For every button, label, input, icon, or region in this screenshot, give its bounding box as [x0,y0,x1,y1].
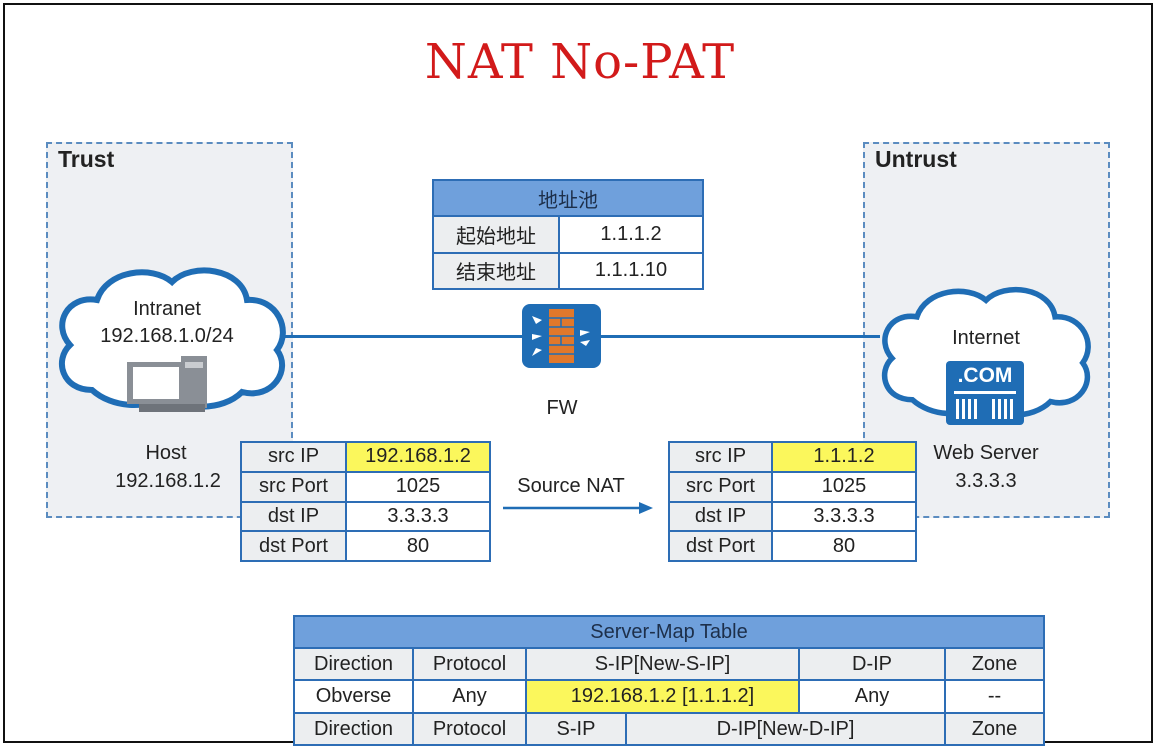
field-label: src Port [240,470,347,503]
table-cell: -- [943,679,1046,714]
pool-end-value: 1.1.1.10 [558,251,704,290]
field-label: dst IP [240,500,347,533]
field-label: src IP [668,441,773,473]
column-header: Direction [293,712,414,746]
column-header: S-IP[New-S-IP] [525,647,800,681]
column-header: Direction [293,647,414,681]
field-value: 3.3.3.3 [771,500,917,533]
field-value: 192.168.1.2 [345,441,491,473]
column-header: D-IP[New-D-IP] [625,712,946,746]
column-header: Zone [943,647,1046,681]
server-name: Web Server [933,442,1039,464]
host-name: Host [145,442,187,464]
trust-zone-label: Trust [58,146,115,172]
field-value: 1025 [345,470,491,503]
column-header: Zone [943,712,1046,746]
arrow-right-icon [503,502,653,514]
field-label: dst Port [668,530,773,562]
host-pc-icon [127,356,207,412]
field-value: 1025 [771,470,917,503]
column-header: Protocol [412,647,527,681]
diagram-title: NAT No-PAT [424,34,736,90]
pool-start-value: 1.1.1.2 [558,215,704,254]
fw-label: FW [546,397,578,419]
internet-label: Internet [952,327,1020,349]
field-value: 3.3.3.3 [345,500,491,533]
untrust-zone-label: Untrust [875,146,957,172]
server-map-title: Server-Map Table [292,615,1046,649]
table-cell: Any [412,679,527,714]
field-label: src IP [240,441,347,473]
pool-end-label: 结束地址 [432,251,560,290]
com-badge: .COM [957,364,1013,387]
table-cell: Any [798,679,946,714]
column-header: Protocol [412,712,527,746]
intranet-label: Intranet [133,298,201,320]
field-value: 1.1.1.2 [771,441,917,473]
host-ip: 192.168.1.2 [115,470,221,492]
table-cell: Obverse [293,679,414,714]
server-ip: 3.3.3.3 [955,470,1017,492]
field-value: 80 [345,530,491,562]
column-header: S-IP [525,712,627,746]
source-nat-label: Source NAT [517,475,625,497]
web-server-icon [946,361,1024,425]
table-cell: 192.168.1.2 [1.1.1.2] [525,679,800,714]
pool-header: 地址池 [432,179,704,217]
column-header: D-IP [798,647,946,681]
intranet-subnet: 192.168.1.0/24 [100,325,234,347]
field-label: dst Port [240,530,347,562]
firewall-icon [522,304,601,368]
pool-start-label: 起始地址 [432,215,560,254]
field-label: dst IP [668,500,773,533]
field-label: src Port [668,470,773,503]
field-value: 80 [771,530,917,562]
server-map-table: Server-Map Table Direction Protocol S-IP… [292,615,1046,746]
